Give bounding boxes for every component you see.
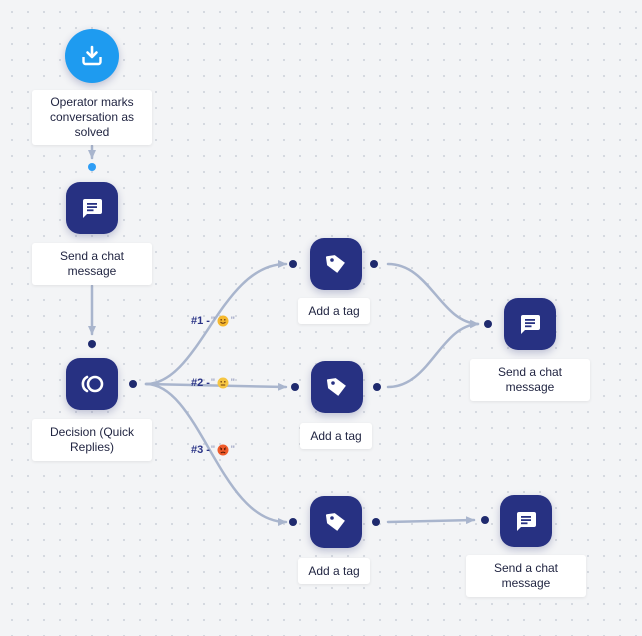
chat-message-icon (80, 196, 104, 220)
neutral-face-emoji-icon (217, 377, 229, 389)
branch-number: #2 - (191, 377, 210, 389)
add-tag-node-3[interactable] (310, 496, 362, 548)
branch-label-1: #1 - " " (191, 315, 235, 327)
quote-mark: " (210, 444, 215, 456)
connector-dot[interactable] (484, 320, 492, 328)
connector-dot[interactable] (373, 383, 381, 391)
connector-dot[interactable] (129, 380, 137, 388)
send-chat-label-2: Send a chat message (470, 359, 590, 401)
edge-tag3-to-send3 (386, 516, 476, 525)
decision-icon (78, 372, 106, 396)
branch-label-2: #2 - " " (191, 377, 235, 389)
connector-dot[interactable] (481, 516, 489, 524)
connector-dot[interactable] (289, 518, 297, 526)
add-tag-label-2: Add a tag (300, 423, 372, 449)
tag-icon (325, 375, 349, 399)
send-chat-label-3: Send a chat message (466, 555, 586, 597)
quote-mark: " (230, 377, 235, 389)
connector-dot[interactable] (289, 260, 297, 268)
angry-face-emoji-icon (217, 444, 229, 456)
edge-tag1-to-send2 (386, 262, 480, 328)
decision-node[interactable] (66, 358, 118, 410)
send-chat-node-2[interactable] (504, 298, 556, 350)
download-tray-icon (80, 44, 104, 68)
connector-dot[interactable] (372, 518, 380, 526)
connector-dot[interactable] (370, 260, 378, 268)
connector-dot[interactable] (291, 383, 299, 391)
add-tag-node-2[interactable] (311, 361, 363, 413)
send-chat-node-1[interactable] (66, 182, 118, 234)
tag-icon (324, 510, 348, 534)
tag-icon (324, 252, 348, 276)
quote-mark: " (230, 315, 235, 327)
decision-label: Decision (Quick Replies) (32, 419, 152, 461)
branch-label-3: #3 - " " (191, 444, 235, 456)
add-tag-label-1: Add a tag (298, 298, 370, 324)
branch-number: #3 - (191, 444, 210, 456)
edge-tag2-to-send2 (386, 320, 480, 389)
connector-dot[interactable] (88, 340, 96, 348)
trigger-label: Operator marks conversation as solved (32, 90, 152, 145)
chat-message-icon (518, 312, 542, 336)
branch-number: #1 - (191, 315, 210, 327)
connector-dot[interactable] (88, 163, 96, 171)
quote-mark: " (230, 444, 235, 456)
add-tag-node-1[interactable] (310, 238, 362, 290)
quote-mark: " (210, 377, 215, 389)
send-chat-node-3[interactable] (500, 495, 552, 547)
add-tag-label-3: Add a tag (298, 558, 370, 584)
send-chat-label-1: Send a chat message (32, 243, 152, 285)
chat-message-icon (514, 509, 538, 533)
quote-mark: " (210, 315, 215, 327)
smiling-face-emoji-icon (217, 315, 229, 327)
trigger-node[interactable] (65, 29, 119, 83)
